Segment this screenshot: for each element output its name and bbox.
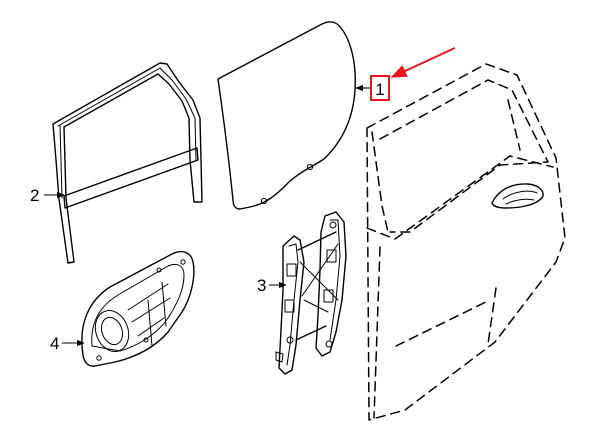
- callout-1-group: 1: [355, 47, 456, 101]
- callout-3-group: 3: [257, 276, 287, 295]
- callout-4-group: 4: [50, 334, 85, 353]
- callout-2-group: 2: [30, 186, 65, 205]
- regulator-carrier-panel-icon: [81, 250, 195, 367]
- callout-4-label: 4: [50, 334, 59, 353]
- callout-2-label: 2: [30, 186, 39, 205]
- window-regulator-icon: [275, 211, 347, 375]
- glass-run-channel-icon: [52, 62, 203, 264]
- rear-door-outline-icon: [366, 63, 566, 421]
- callout-3-label: 3: [257, 276, 266, 295]
- door-glass-icon: [217, 21, 356, 210]
- callout-1-label: 1: [375, 80, 384, 99]
- highlight-arrow: [390, 47, 456, 78]
- callout-1-highlight-box: [370, 75, 390, 101]
